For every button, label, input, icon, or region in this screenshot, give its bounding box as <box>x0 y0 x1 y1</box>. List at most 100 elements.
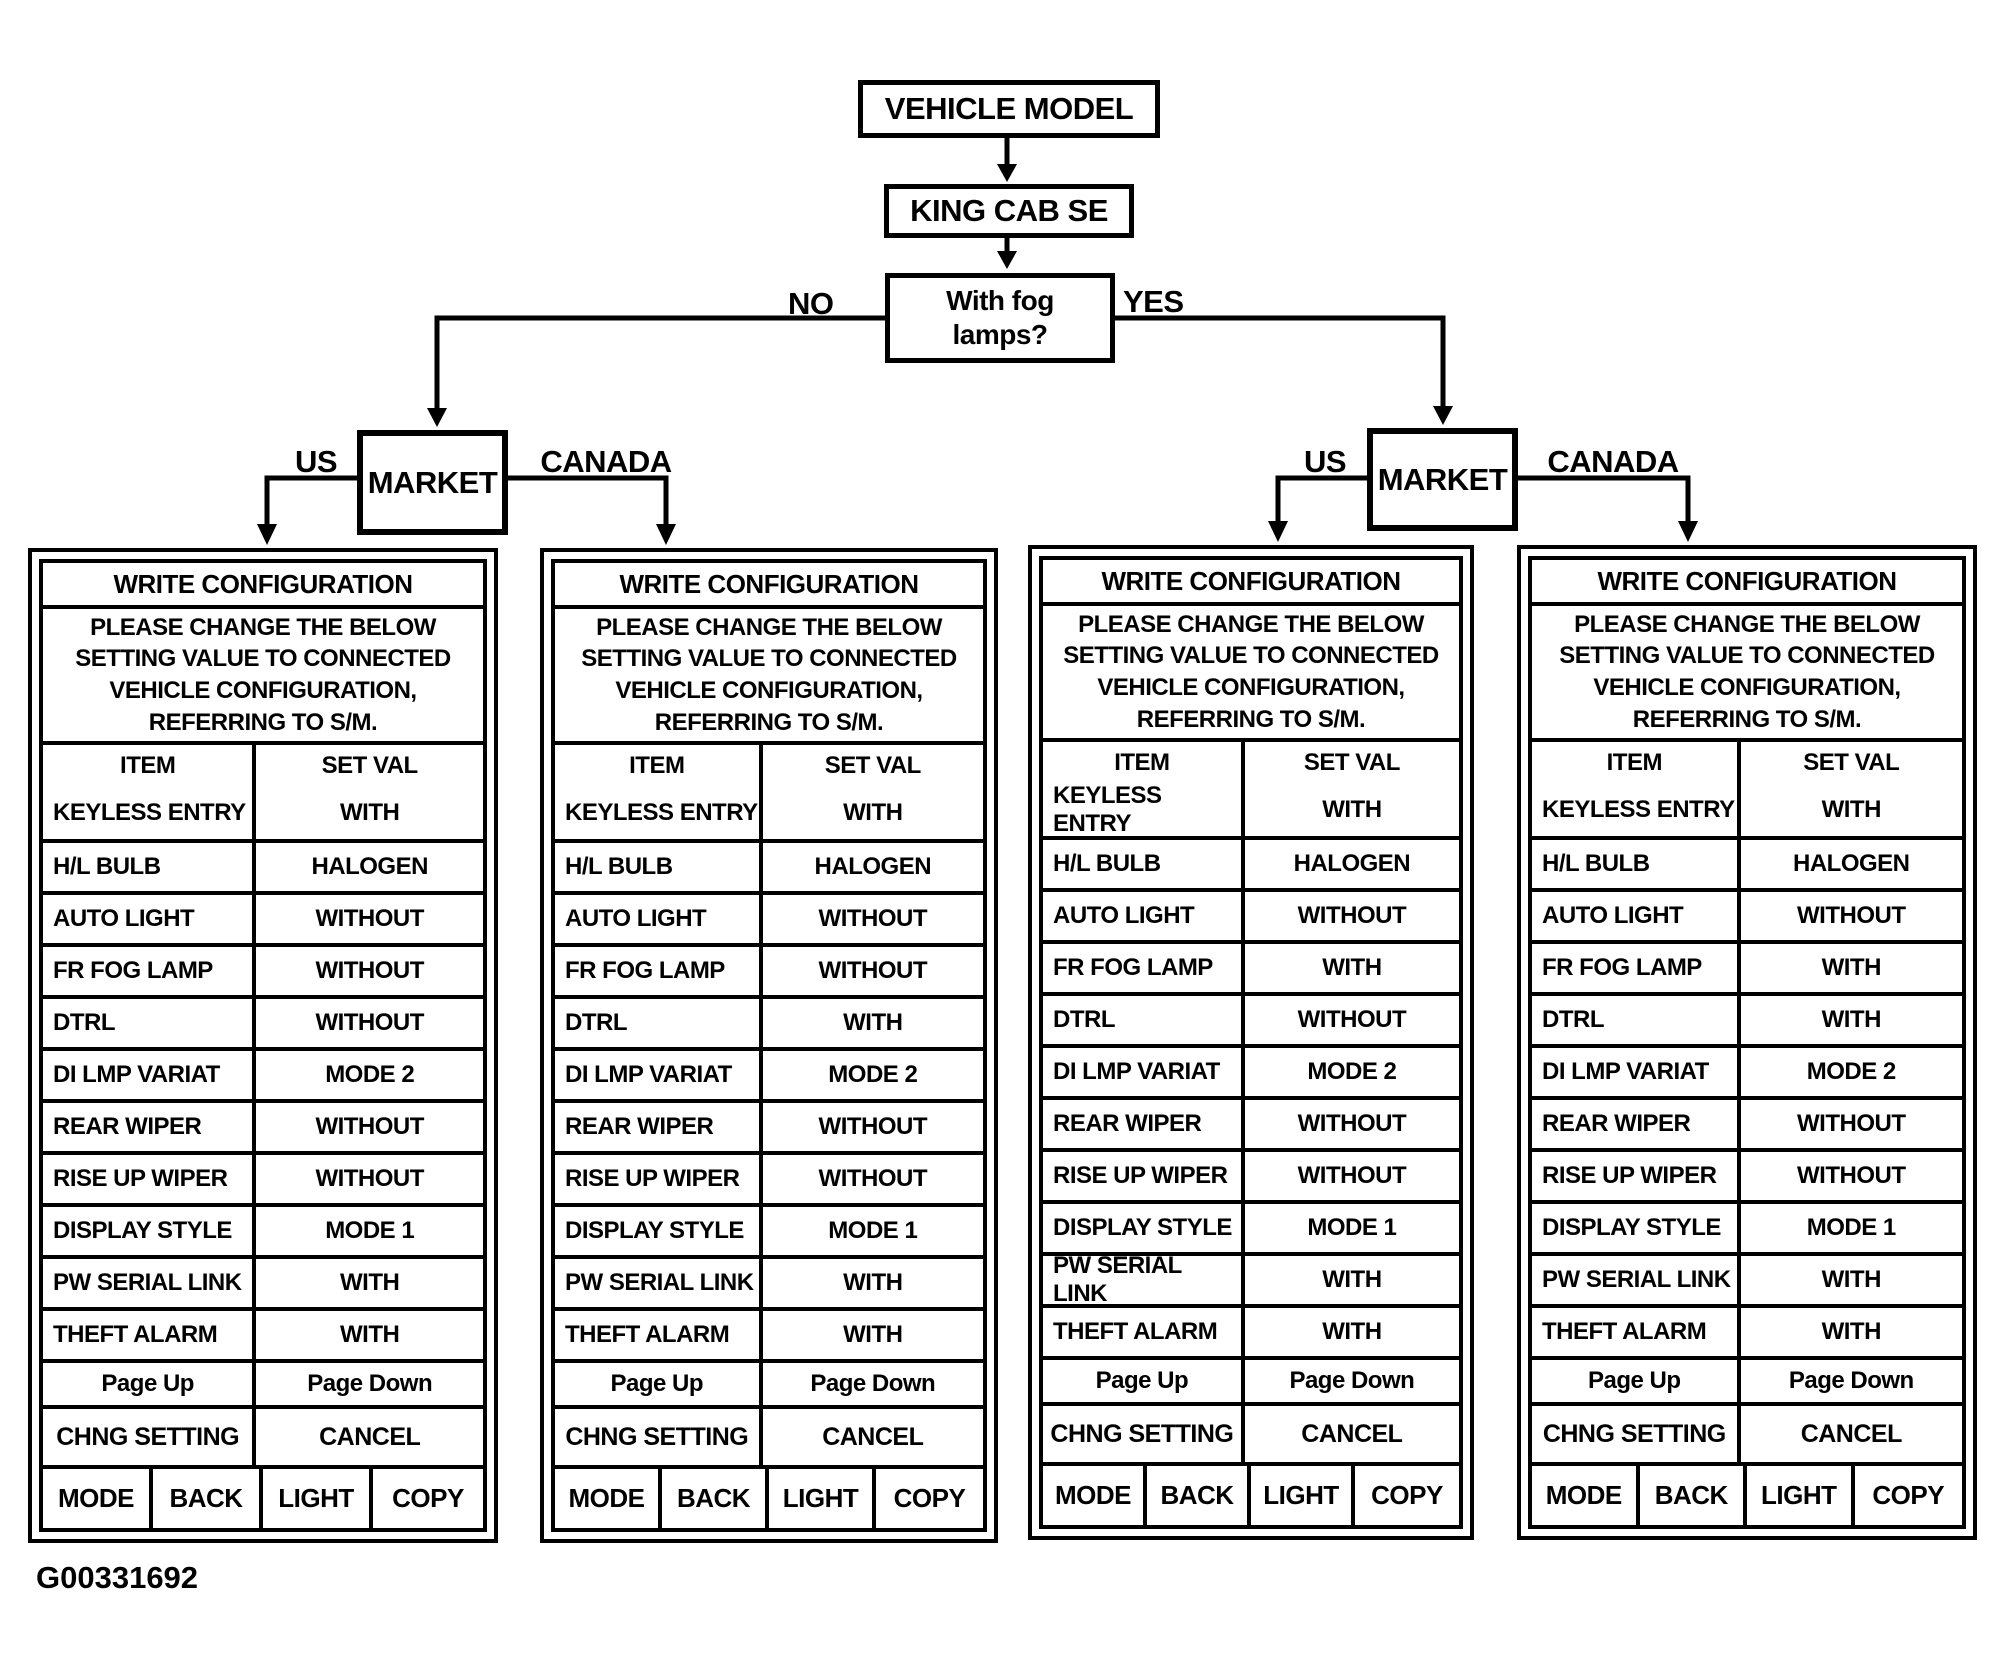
item-cell: H/L BULB <box>1532 840 1741 888</box>
page-up-button: Page Up <box>43 1363 257 1405</box>
action-row: CHNG SETTING CANCEL <box>1043 1402 1459 1462</box>
column-header-row: ITEM SET VAL <box>1532 738 1962 784</box>
table-row-pw-serial-link: PW SERIAL LINK WITH <box>555 1255 983 1307</box>
item-cell: H/L BULB <box>1043 840 1245 888</box>
item-column-header: ITEM <box>43 745 257 787</box>
item-cell: KEYLESS ENTRY <box>1532 784 1741 836</box>
setval-cell: HALOGEN <box>1293 850 1411 877</box>
trim-level-box: KING CAB SE <box>884 184 1134 238</box>
setval-cell: WITH <box>1322 954 1382 981</box>
setval-cell: MODE 2 <box>325 1061 415 1088</box>
column-header-row: ITEM SET VAL <box>1043 738 1459 784</box>
table-row-h-l-bulb: H/L BULB HALOGEN <box>1532 836 1962 888</box>
item-cell: PW SERIAL LINK <box>1043 1252 1245 1307</box>
setval-cell: WITHOUT <box>1797 1110 1906 1137</box>
page-down-button: Page Down <box>1788 1367 1914 1394</box>
setval-cell: WITH <box>340 799 400 826</box>
setval-cell: WITHOUT <box>818 905 928 932</box>
item-cell: KEYLESS ENTRY <box>555 787 763 839</box>
setval-cell: WITHOUT <box>315 1113 424 1140</box>
setval-cell: WITHOUT <box>1297 1110 1407 1137</box>
setval-column-header: SET VAL <box>1803 749 1900 776</box>
mode-button: MODE <box>555 1469 662 1528</box>
table-row-auto-light: AUTO LIGHT WITHOUT <box>1532 888 1962 940</box>
setval-cell: WITHOUT <box>1797 902 1906 929</box>
table-row-h-l-bulb: H/L BULB HALOGEN <box>1043 836 1459 888</box>
vehicle-model-box: VEHICLE MODEL <box>858 80 1160 138</box>
action-row: CHNG SETTING CANCEL <box>43 1405 483 1465</box>
cancel-button: CANCEL <box>822 1422 924 1451</box>
mode-button: MODE <box>1043 1466 1147 1525</box>
item-cell: REAR WIPER <box>1532 1100 1741 1148</box>
instruction-message: PLEASE CHANGE THE BELOW SETTING VALUE TO… <box>43 605 483 741</box>
table-row-di-lmp-variat: DI LMP VARIAT MODE 2 <box>43 1047 483 1099</box>
item-cell: RISE UP WIPER <box>1532 1152 1741 1200</box>
item-cell: PW SERIAL LINK <box>555 1259 763 1307</box>
mode-button: MODE <box>43 1469 153 1528</box>
setval-cell: MODE 2 <box>1307 1058 1397 1085</box>
column-header-row: ITEM SET VAL <box>555 741 983 787</box>
item-cell: DI LMP VARIAT <box>43 1051 257 1099</box>
branch-label-no: NO <box>788 286 834 321</box>
setval-cell: HALOGEN <box>1793 850 1910 877</box>
page-row: Page Up Page Down <box>1532 1356 1962 1402</box>
branch-label-canada-left: CANADA <box>540 444 672 479</box>
page-down-button: Page Down <box>810 1370 936 1397</box>
setval-cell: WITHOUT <box>818 1165 928 1192</box>
chng-setting-button: CHNG SETTING <box>1043 1406 1245 1462</box>
item-cell: AUTO LIGHT <box>1532 892 1741 940</box>
setval-cell: WITHOUT <box>1797 1162 1906 1189</box>
item-cell: FR FOG LAMP <box>555 947 763 995</box>
settings-rows: KEYLESS ENTRY WITH H/L BULB HALOGEN AUTO LIG… <box>1532 784 1962 1356</box>
item-cell: AUTO LIGHT <box>1043 892 1245 940</box>
item-column-header: ITEM <box>1532 742 1741 784</box>
setval-cell: WITHOUT <box>315 905 424 932</box>
item-cell: H/L BULB <box>555 843 763 891</box>
setval-cell: WITHOUT <box>818 957 928 984</box>
page-up-button: Page Up <box>1043 1360 1245 1402</box>
item-cell: RISE UP WIPER <box>43 1155 257 1203</box>
setval-cell: WITH <box>1821 1006 1882 1033</box>
item-cell: DI LMP VARIAT <box>1532 1048 1741 1096</box>
table-row-rise-up-wiper: RISE UP WIPER WITHOUT <box>1532 1148 1962 1200</box>
light-button: LIGHT <box>769 1469 876 1528</box>
setval-cell: MODE 1 <box>325 1217 415 1244</box>
setval-cell: WITH <box>1322 1266 1382 1293</box>
setval-cell: MODE 1 <box>1307 1214 1397 1241</box>
item-cell: RISE UP WIPER <box>1043 1152 1245 1200</box>
config-table-no-fog-canada: WRITE CONFIGURATION PLEASE CHANGE THE BE… <box>540 548 998 1543</box>
setval-cell: WITHOUT <box>315 957 424 984</box>
branch-label-us-left: US <box>294 444 338 479</box>
item-cell: DTRL <box>1043 996 1245 1044</box>
page-up-button: Page Up <box>555 1363 763 1405</box>
screen-title: WRITE CONFIGURATION <box>1597 565 1897 596</box>
chng-setting-button: CHNG SETTING <box>43 1409 257 1465</box>
copy-button: COPY <box>392 1483 464 1513</box>
arrowheads <box>257 164 1698 545</box>
setval-cell: WITH <box>843 1269 903 1296</box>
setval-cell: WITH <box>1821 1318 1882 1345</box>
light-button: LIGHT <box>263 1469 373 1528</box>
config-screen: WRITE CONFIGURATION PLEASE CHANGE THE BE… <box>39 559 487 1532</box>
item-cell: FR FOG LAMP <box>1043 944 1245 992</box>
item-cell: REAR WIPER <box>555 1103 763 1151</box>
